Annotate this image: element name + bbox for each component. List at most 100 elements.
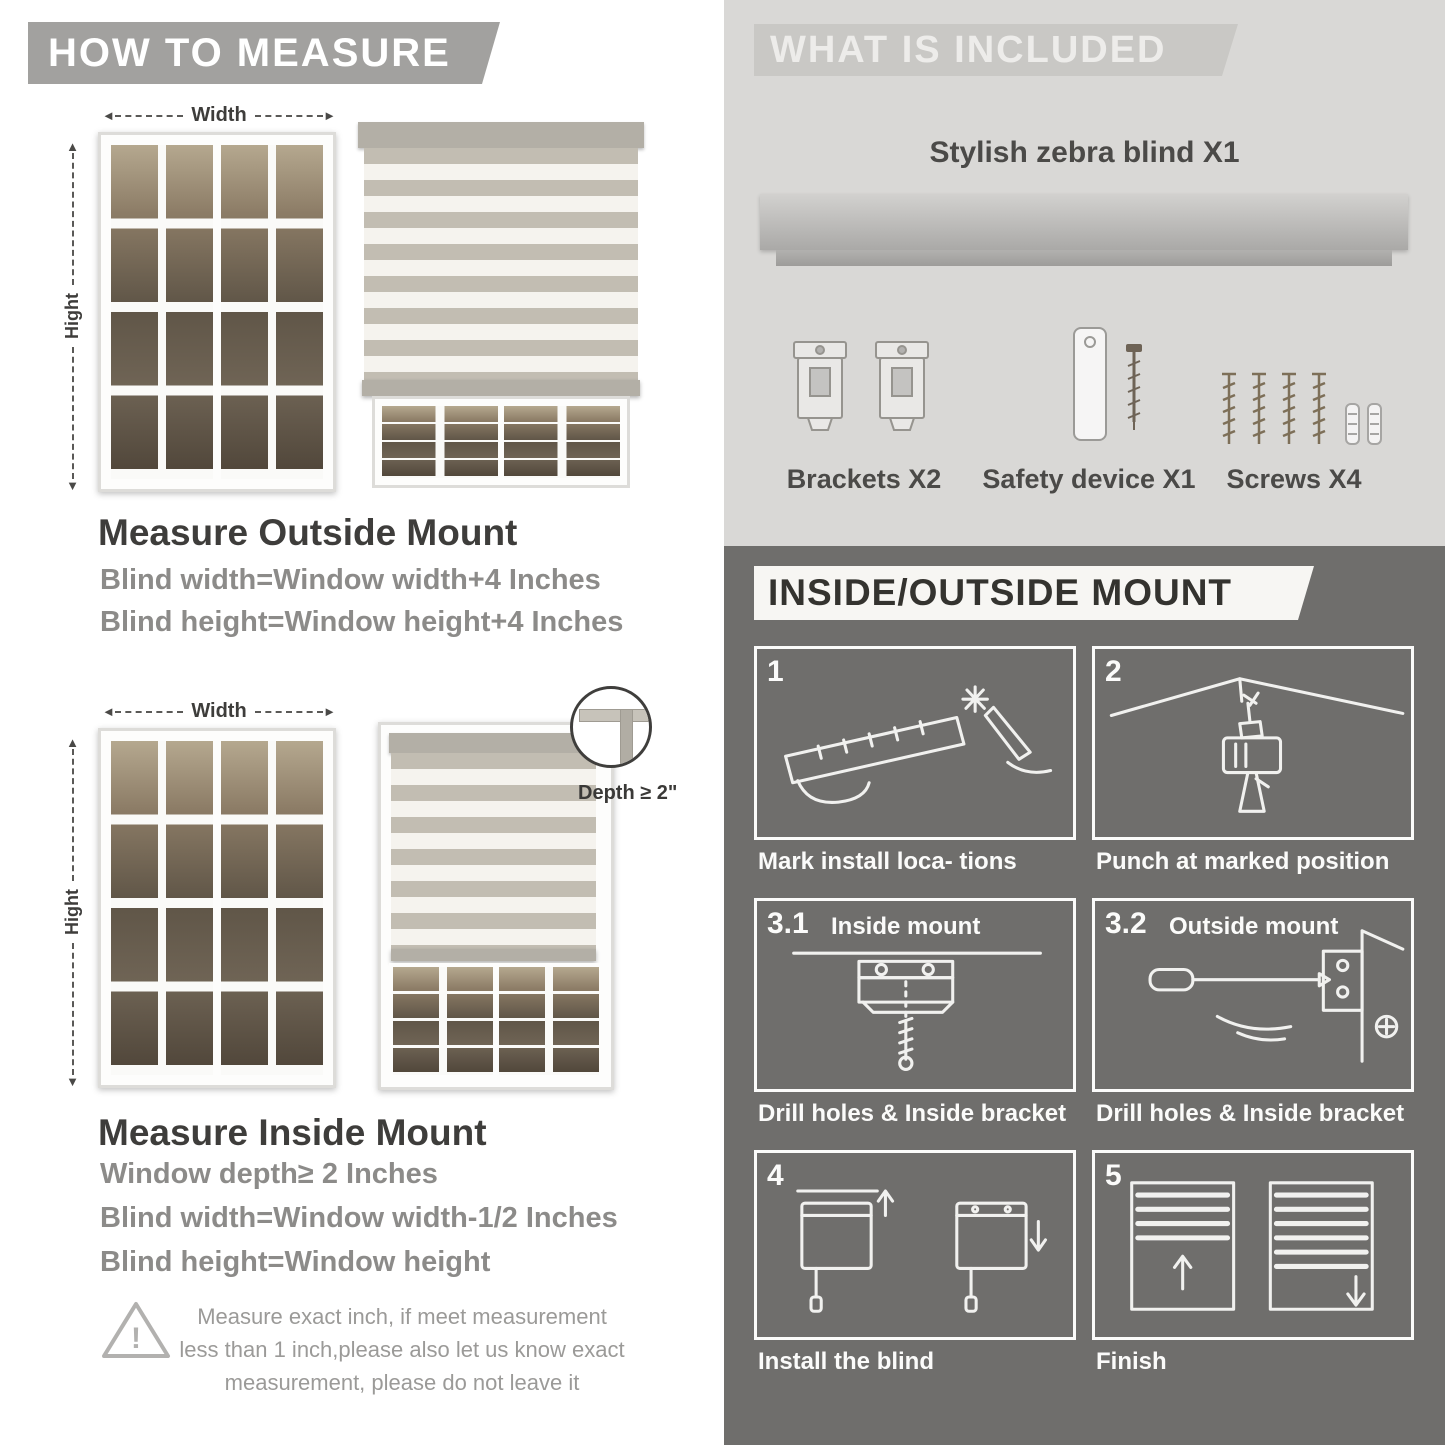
step-caption: Finish bbox=[1096, 1348, 1167, 1375]
step-panel-2: 2 bbox=[1092, 646, 1414, 840]
height-arrow-outside: ▲ Hight ▼ bbox=[62, 140, 83, 492]
how-to-measure-section: HOW TO MEASURE ◄ Width ► ▲ Hight ▼ bbox=[28, 22, 678, 1395]
inside-mount-line: Blind width=Window width-1/2 Inches bbox=[100, 1202, 618, 1234]
inside-mount-line: Window depth≥ 2 Inches bbox=[100, 1158, 438, 1190]
outside-mount-line: Blind height=Window height+4 Inches bbox=[100, 606, 624, 638]
step-panel-4: 4 bbox=[754, 1150, 1076, 1340]
height-label: Hight bbox=[62, 293, 82, 339]
dashed-line bbox=[254, 710, 324, 713]
window-illustration-inside bbox=[98, 728, 336, 1088]
dashed-line bbox=[254, 114, 324, 117]
step-number: 5 bbox=[1105, 1159, 1122, 1192]
window-sash bbox=[221, 741, 323, 1075]
step-caption: Drill holes & Inside bracket bbox=[1096, 1100, 1405, 1127]
window-lower-part bbox=[389, 963, 603, 1079]
step-number: 1 bbox=[767, 655, 784, 688]
window-lower-part bbox=[372, 396, 630, 488]
width-label: Width bbox=[191, 104, 247, 126]
step-panel-1: 1 bbox=[754, 646, 1076, 840]
blind-bottom-rail bbox=[362, 380, 640, 396]
blind-cassette bbox=[358, 122, 644, 148]
window-sash bbox=[382, 406, 498, 478]
blind-stripes bbox=[364, 148, 638, 380]
step-title: Outside mount bbox=[1169, 913, 1339, 940]
window-sash bbox=[111, 145, 213, 479]
brackets-label: Brackets X2 bbox=[786, 464, 942, 494]
screws-icon bbox=[1222, 372, 1382, 445]
svg-text:!: ! bbox=[131, 1322, 141, 1355]
step-number: 4 bbox=[767, 1159, 784, 1192]
width-arrow-outside: ◄ Width ► bbox=[102, 104, 336, 127]
arrow-up-icon: ▲ bbox=[66, 139, 79, 154]
step-title: Inside mount bbox=[831, 913, 981, 940]
dashed-line bbox=[71, 943, 74, 1076]
zebra-blind-inside-illustration bbox=[378, 722, 614, 1090]
outside-bracket-illustration bbox=[1148, 929, 1405, 1063]
blind-headrail-image bbox=[760, 194, 1408, 250]
depth-label: Depth ≥ 2" bbox=[578, 782, 678, 804]
safety-device-label: Safety device X1 bbox=[982, 464, 1196, 494]
blind-inner bbox=[389, 733, 603, 1079]
step-number: 3.1 bbox=[767, 907, 809, 940]
window-illustration-outside bbox=[98, 132, 336, 492]
window-sash bbox=[111, 741, 213, 1075]
inside-bracket-illustration bbox=[792, 951, 1042, 1071]
arrow-left-icon: ◄ bbox=[102, 704, 115, 719]
blind-bottom-rail bbox=[391, 949, 597, 961]
frame-corner-horizontal bbox=[579, 709, 649, 722]
brackets-icon bbox=[793, 341, 929, 431]
zebra-blind-label: Stylish zebra blind X1 bbox=[929, 136, 1240, 169]
drill-illustration bbox=[1109, 677, 1405, 813]
step-number: 2 bbox=[1105, 655, 1122, 688]
dashed-line bbox=[71, 749, 74, 882]
inside-mount-title: Measure Inside Mount bbox=[98, 1112, 487, 1153]
dashed-line bbox=[71, 153, 74, 286]
arrow-right-icon: ► bbox=[323, 108, 337, 123]
outside-mount-line: Blind width=Window width+4 Inches bbox=[100, 564, 601, 596]
dashed-line bbox=[114, 114, 184, 117]
blind-cassette bbox=[389, 733, 603, 753]
arrow-up-icon: ▲ bbox=[66, 735, 79, 750]
zebra-blind-outside-illustration bbox=[358, 122, 644, 490]
blind-stripes bbox=[391, 753, 597, 949]
how-to-measure-header: HOW TO MEASURE bbox=[28, 22, 500, 84]
step-caption: Mark install loca- tions bbox=[758, 848, 1017, 875]
screws-label: Screws X4 bbox=[1226, 464, 1362, 494]
step-caption: Punch at marked position bbox=[1096, 848, 1390, 875]
mount-section-header: INSIDE/OUTSIDE MOUNT bbox=[754, 566, 1314, 620]
window-sash bbox=[393, 967, 493, 1075]
step-caption: Drill holes & Inside bracket bbox=[758, 1100, 1067, 1127]
dashed-line bbox=[114, 710, 184, 713]
arrow-right-icon: ► bbox=[323, 704, 337, 719]
step-panel-5: 5 bbox=[1092, 1150, 1414, 1340]
finish-illustration bbox=[1130, 1181, 1374, 1311]
dashed-line bbox=[71, 347, 74, 480]
height-arrow-inside: ▲ Hight ▼ bbox=[62, 736, 83, 1088]
what-is-included-section: WHAT IS INCLUDED Stylish zebra blind X1 bbox=[724, 0, 1445, 546]
step-number: 3.2 bbox=[1105, 907, 1147, 940]
arrow-down-icon: ▼ bbox=[66, 478, 79, 494]
what-is-included-header: WHAT IS INCLUDED bbox=[754, 24, 1238, 76]
step-panel-3-2: 3.2 Outside mount bbox=[1092, 898, 1414, 1092]
frame-corner-vertical bbox=[620, 709, 633, 765]
depth-callout-circle bbox=[570, 686, 652, 768]
blind-headrail-lip bbox=[776, 250, 1392, 266]
height-label: Hight bbox=[62, 889, 82, 935]
install-blind-illustration bbox=[796, 1189, 1048, 1313]
outside-mount-title: Measure Outside Mount bbox=[98, 512, 518, 553]
mark-location-illustration bbox=[784, 685, 1053, 804]
warning-triangle-icon: ! bbox=[102, 1302, 170, 1358]
step-panel-3-1: 3.1 Inside mount bbox=[754, 898, 1076, 1092]
width-arrow-inside: ◄ Width ► bbox=[102, 700, 336, 723]
window-sash bbox=[499, 967, 599, 1075]
width-label: Width bbox=[191, 700, 247, 722]
inside-mount-line: Blind height=Window height bbox=[100, 1246, 491, 1278]
warning-text: Measure exact inch, if meet measurement … bbox=[179, 1304, 625, 1395]
step-caption: Install the blind bbox=[758, 1348, 935, 1375]
arrow-down-icon: ▼ bbox=[66, 1074, 79, 1090]
window-sash bbox=[504, 406, 620, 478]
arrow-left-icon: ◄ bbox=[102, 108, 115, 123]
safety-device-icon bbox=[1073, 327, 1142, 441]
mount-steps-section: INSIDE/OUTSIDE MOUNT 1 Mark install loca… bbox=[724, 546, 1445, 1445]
